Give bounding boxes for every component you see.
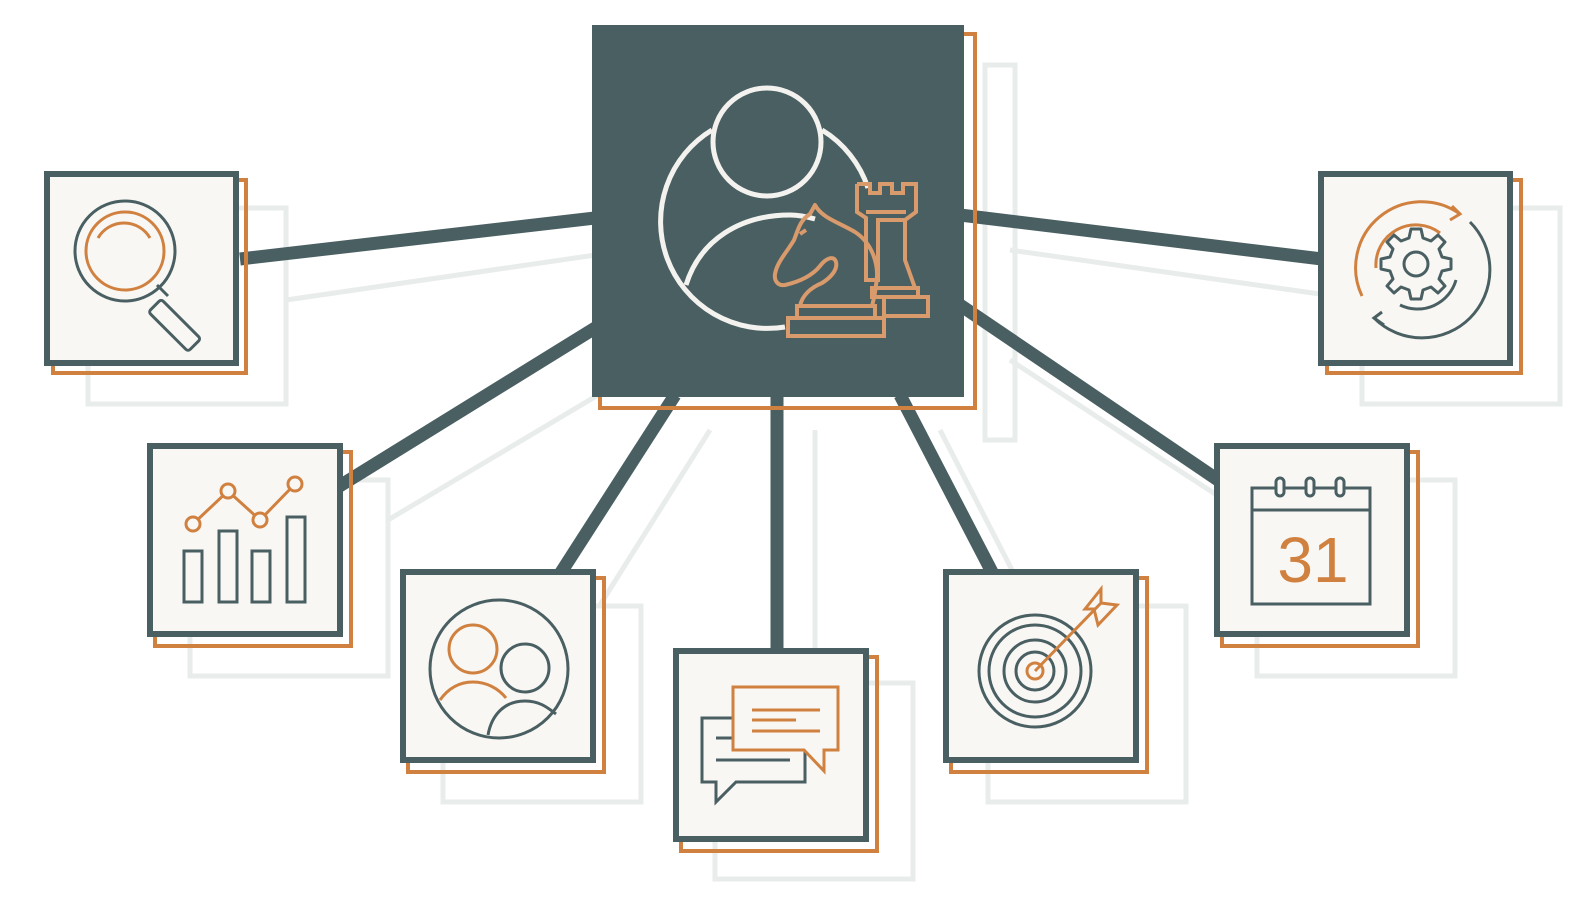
node-process	[1318, 171, 1523, 375]
node-team	[400, 569, 606, 774]
node-target	[943, 569, 1149, 774]
gear-cycle-icon	[1354, 200, 1492, 340]
user-strategy-chess-icon	[658, 85, 930, 338]
magnifier-icon	[73, 199, 202, 352]
calendar-icon	[1250, 476, 1372, 606]
bar-line-chart-icon	[182, 475, 307, 604]
node-search	[44, 171, 248, 375]
node-communication	[673, 648, 879, 853]
target-arrow-icon	[977, 584, 1121, 729]
connector-lines	[239, 208, 1323, 651]
node-calendar: 31	[1214, 443, 1420, 648]
calendar-date-label: 31	[1277, 524, 1348, 596]
speech-bubbles-icon	[700, 685, 840, 806]
hub-tile	[592, 25, 977, 410]
people-group-icon	[428, 598, 570, 740]
node-analytics	[147, 443, 353, 648]
